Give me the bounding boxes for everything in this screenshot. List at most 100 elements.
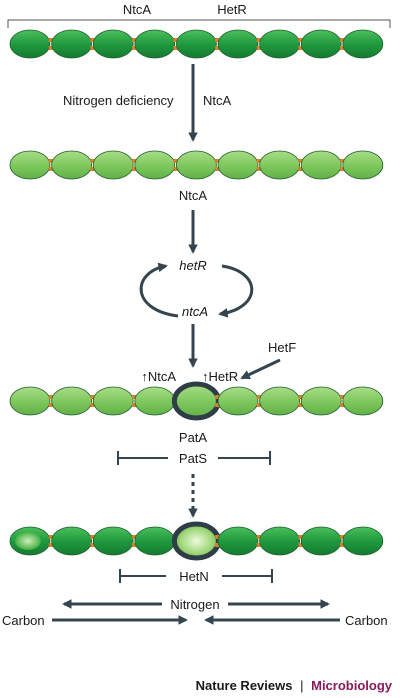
vegetative-cell [134, 386, 176, 416]
cell-junction [215, 535, 220, 539]
cell-junction [298, 535, 303, 539]
cell-junction [340, 46, 344, 50]
cell-junction [132, 403, 136, 407]
top-bracket [7, 19, 391, 28]
vegetative-cell [300, 386, 342, 416]
vegetative-cell [92, 526, 134, 556]
cell-junction [132, 159, 136, 163]
feedback-arc-left [139, 262, 179, 318]
cell-junction [173, 46, 178, 50]
vegetative-cell [259, 150, 301, 180]
vegetative-cell [175, 29, 217, 59]
cell-junction [340, 395, 344, 399]
cell-junction [48, 46, 53, 50]
cell-junction [340, 159, 344, 163]
label-hetr-gene: hetR [179, 258, 206, 273]
label-ntca-row2: NtcA [179, 188, 208, 203]
cell-junction [340, 535, 344, 539]
vegetative-cell [217, 29, 259, 59]
footer-subject: Microbiology [311, 678, 393, 693]
label-carbon-right: Carbon [345, 613, 388, 628]
filament-row-2 [9, 150, 384, 180]
vegetative-cell [259, 526, 301, 556]
hetn-range [119, 569, 273, 583]
cell-junction [90, 403, 95, 407]
cell-junction [48, 535, 53, 539]
cell-junction [90, 395, 95, 399]
vegetative-cell [259, 386, 301, 416]
cell-junction [90, 46, 95, 50]
cell-junction [340, 543, 344, 547]
vegetative-cell [51, 386, 92, 416]
cell-junction [256, 535, 261, 539]
cell-junction [215, 403, 220, 407]
label-up-hetr: ↑HetR [202, 369, 238, 384]
cell-junction [90, 38, 95, 42]
cell-junction [132, 167, 136, 171]
cell-junction [340, 167, 344, 171]
cell-junction [90, 159, 95, 163]
cell-junction [215, 38, 220, 42]
pats-range [117, 451, 271, 465]
filament-row-4 [9, 521, 384, 561]
vegetative-cell [134, 29, 176, 59]
feedback-arc-right [218, 264, 254, 318]
label-hetr-top: HetR [217, 2, 247, 17]
cell-junction [215, 543, 220, 547]
vegetative-cell [300, 526, 342, 556]
cell-junction [298, 395, 303, 399]
cell-junction [256, 38, 261, 42]
cell-junction [256, 543, 261, 547]
vegetative-cell [217, 526, 259, 556]
vegetative-cell [92, 386, 134, 416]
cell-junction [132, 38, 136, 42]
vegetative-cell [342, 150, 384, 180]
arrow-hetf [240, 358, 281, 380]
cell-junction [132, 395, 136, 399]
heterocyst-cell [171, 521, 221, 561]
cell-junction [173, 38, 178, 42]
vegetative-cell [9, 386, 51, 416]
vegetative-cell [217, 386, 259, 416]
cell-junction [48, 167, 53, 171]
label-hetn: HetN [179, 569, 209, 584]
vegetative-cell [217, 150, 259, 180]
label-carbon-left: Carbon [2, 613, 45, 628]
vegetative-cell [51, 150, 92, 180]
cell-junction [215, 46, 220, 50]
cell-junction [298, 46, 303, 50]
cell-junction [48, 159, 53, 163]
vegetative-cell [9, 150, 51, 180]
label-up-ntca: ↑NtcA [141, 369, 176, 384]
label-hetf: HetF [268, 340, 296, 355]
label-nitrogen: Nitrogen [170, 597, 219, 612]
cell-junction [173, 159, 178, 163]
cell-junction [215, 159, 220, 163]
proheterocyst-spot [15, 532, 41, 550]
cell-junction [48, 403, 53, 407]
vegetative-cell [51, 29, 92, 59]
cell-junction [173, 167, 178, 171]
cell-junction [48, 395, 53, 399]
footer-separator: | [300, 678, 303, 693]
cell-junction [256, 46, 261, 50]
cell-junction [132, 543, 136, 547]
cell-junction [298, 403, 303, 407]
vegetative-cell [134, 526, 176, 556]
footer-credit: Nature Reviews | Microbiology [196, 678, 393, 693]
label-ntca-gene: ntcA [182, 304, 208, 319]
cell-junction [340, 38, 344, 42]
vegetative-cell [342, 29, 384, 59]
cell-junction [256, 403, 261, 407]
vegetative-cell [134, 150, 176, 180]
label-pata: PatA [179, 430, 208, 445]
heterocyst-cell [171, 381, 221, 421]
cell-junction [90, 167, 95, 171]
label-nitrogen-deficiency: Nitrogen deficiency [63, 93, 174, 108]
cell-junction [48, 543, 53, 547]
cell-junction [256, 159, 261, 163]
cell-junction [215, 167, 220, 171]
cell-junction [132, 46, 136, 50]
